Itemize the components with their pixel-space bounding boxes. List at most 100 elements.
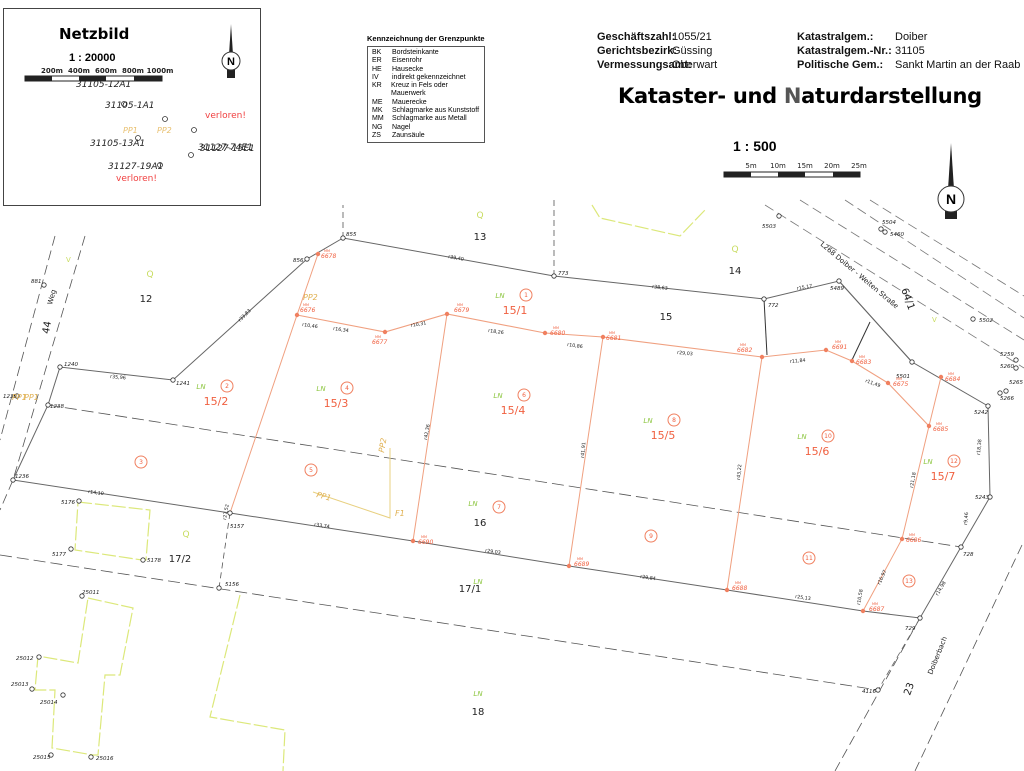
boundary-point-marker	[48, 752, 54, 758]
area-index: 6	[522, 392, 526, 399]
netz-scale-tick: 1000m	[147, 67, 174, 75]
lost-label: verloren!	[116, 174, 157, 184]
new-point-marker	[566, 563, 572, 569]
area-index: 8	[672, 417, 676, 424]
boundary-point-marker	[882, 229, 888, 235]
pp-line	[312, 448, 391, 519]
legend-desc: Bordsteinkante	[392, 49, 439, 56]
boundary-point-marker	[29, 686, 35, 692]
parcel-boundary	[877, 617, 921, 691]
measurement-label: r42,36	[423, 424, 432, 441]
land-use-label: Q	[731, 245, 738, 255]
measurement-label: r11,49	[864, 378, 881, 389]
new-point-marker	[938, 374, 944, 380]
new-point-marker	[410, 538, 416, 544]
boundary-point-label: 5503	[762, 224, 776, 230]
boundary-point-marker	[1013, 365, 1019, 371]
boundary-point-marker	[10, 477, 16, 483]
new-boundary	[726, 356, 763, 591]
legend-code: IV	[372, 73, 379, 81]
new-point-label: 6684	[945, 376, 960, 383]
netz-point-marker	[191, 127, 197, 133]
new-point-marker	[444, 311, 450, 317]
boundary-point-label: 855	[346, 232, 357, 238]
area-index: 4	[345, 385, 349, 392]
land-use-label: LN	[923, 458, 933, 466]
measurement-label: r27,52	[222, 504, 231, 521]
scale-tick: 20m	[824, 162, 840, 170]
legend-item: BK Bordsteinkante	[372, 49, 480, 57]
measurement-label: r35,96	[110, 374, 126, 381]
parcel-number: 13	[474, 232, 487, 243]
dashed-boundary	[0, 554, 879, 691]
boundary-point-label: 728	[963, 552, 974, 558]
title-part1: Kataster- und	[618, 84, 784, 108]
boundary-point-label: 773	[558, 271, 569, 277]
measurement-label: r43,22	[736, 464, 743, 480]
land-use-label: LN	[468, 500, 478, 508]
parcel-number: 12	[140, 294, 153, 305]
netz-scale-tick: 400m	[68, 67, 90, 75]
parcel-number: 15	[660, 312, 673, 323]
scale-tick: 10m	[770, 162, 786, 170]
boundary-point-marker	[958, 544, 964, 550]
measurement-label: r41,91	[580, 442, 587, 458]
land-use-label: LN	[643, 417, 653, 425]
area-index-circle	[492, 500, 506, 514]
road-edge	[764, 204, 1024, 369]
parcel-boundary	[12, 237, 991, 619]
boundary-point-marker	[227, 510, 233, 516]
north-label: N	[227, 56, 235, 68]
new-point-marker	[926, 423, 932, 429]
new-point-label: 6689	[574, 561, 589, 568]
parcel-number: 17/1	[459, 584, 481, 595]
mm-marker-label: MM	[872, 602, 878, 606]
netz-point-marker	[157, 162, 163, 168]
boundary-point-marker	[970, 316, 976, 322]
legend-code: BK	[372, 49, 382, 56]
new-point-marker	[860, 608, 866, 614]
boundary-point-marker	[875, 687, 881, 693]
new-point-marker	[899, 536, 905, 542]
measurement-label: r38,63	[652, 284, 668, 292]
netz-point-marker	[188, 152, 194, 158]
measurement-label: r18,26	[488, 328, 504, 336]
netz-point-marker	[121, 101, 127, 107]
measurement-label: r33,74	[314, 522, 330, 530]
new-parcel-number: 15/5	[651, 429, 676, 442]
land-use-label: Q	[146, 270, 153, 280]
boundary-point-marker	[216, 585, 222, 591]
boundary-point-label: 856	[293, 258, 304, 264]
parcel-number: 64/1	[898, 287, 916, 312]
netz-point-label: 31127-15E1	[200, 144, 255, 154]
area-index: 7	[497, 504, 501, 511]
area-index: 11	[805, 555, 813, 562]
boundary-point-label: 4116	[862, 689, 876, 695]
pp-label: F1	[395, 509, 405, 518]
map-scale: 1 : 500	[733, 138, 777, 154]
building-outline	[74, 501, 151, 561]
new-point-label: 6686	[906, 537, 921, 544]
legend-desc: Mauerecke	[392, 98, 427, 106]
area-index: 2	[225, 383, 229, 390]
measurement-label: r33,83	[237, 308, 252, 323]
mm-marker-label: MM	[375, 335, 381, 339]
boundary-point-marker	[76, 498, 82, 504]
boundary-point-marker	[761, 296, 767, 302]
pp-label: PP2	[377, 437, 388, 453]
land-use-label: V	[932, 316, 937, 324]
new-point-label: 6685	[933, 426, 948, 433]
mm-marker-label: MM	[609, 331, 615, 335]
boundary-point-label: 25013	[11, 682, 29, 688]
boundary-point-label: 5178	[147, 558, 161, 564]
area-index-circle	[134, 455, 148, 469]
boundary-point-label: 5176	[61, 500, 75, 506]
boundary-point-label: 5260	[1000, 364, 1014, 370]
building-outline	[209, 594, 286, 771]
new-point-label: 6690	[418, 539, 433, 546]
boundary-point-label: 5501	[896, 374, 910, 380]
land-use-label: LN	[797, 433, 807, 441]
